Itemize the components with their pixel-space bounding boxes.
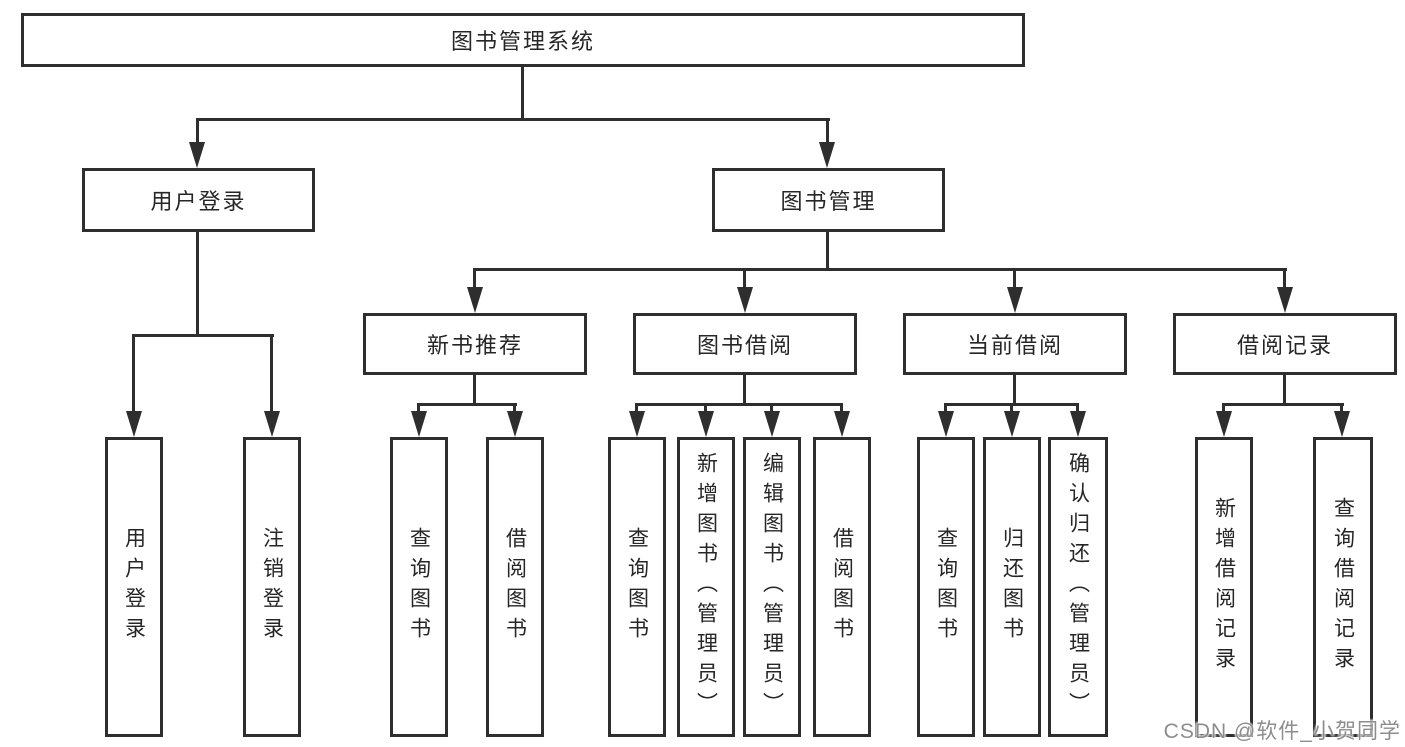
leaf-logout: 注销登录	[243, 437, 301, 737]
connector-line	[513, 403, 516, 417]
arrowhead-down-icon	[126, 411, 142, 437]
arrowhead-down-icon	[1277, 287, 1293, 313]
node-module-label: 图书借阅	[696, 333, 793, 358]
connector-line	[1222, 403, 1225, 417]
connector-line	[840, 403, 843, 417]
connector-line	[196, 118, 199, 148]
leaf-label: 借阅图书	[830, 527, 854, 647]
connector-line	[1013, 268, 1016, 293]
leaf-user-login: 用户登录	[105, 437, 163, 737]
node-branch-label: 图书管理	[780, 189, 877, 214]
node-module-borrow-records: 借阅记录	[1173, 313, 1397, 375]
arrowhead-down-icon	[411, 411, 427, 437]
connector-line	[521, 67, 524, 119]
arrowhead-down-icon	[834, 411, 850, 437]
node-module-book-borrow: 图书借阅	[633, 313, 857, 375]
leaf-label: 归还图书	[1000, 527, 1024, 647]
connector-line	[132, 334, 274, 337]
connector-line	[1222, 403, 1344, 406]
leaf-borrow-books-recommend: 借阅图书	[486, 437, 544, 737]
arrowhead-down-icon	[737, 287, 753, 313]
connector-line	[132, 334, 135, 414]
arrowhead-down-icon	[1004, 411, 1020, 437]
arrowhead-down-icon	[1007, 287, 1023, 313]
node-module-new-book-recommend: 新书推荐	[363, 313, 587, 375]
node-root: 图书管理系统	[21, 13, 1025, 67]
arrowhead-down-icon	[1334, 411, 1350, 437]
node-module-label: 借阅记录	[1236, 333, 1333, 358]
leaf-label: 借阅图书	[503, 527, 527, 647]
connector-line	[743, 268, 746, 293]
arrowhead-down-icon	[1216, 411, 1232, 437]
node-root-label: 图书管理系统	[450, 29, 595, 54]
connector-line	[635, 403, 843, 406]
connector-line	[196, 118, 830, 121]
connector-line	[826, 232, 829, 270]
connector-line	[1340, 403, 1343, 417]
leaf-query-borrow-record: 查询借阅记录	[1313, 437, 1373, 737]
arrowhead-down-icon	[938, 411, 954, 437]
watermark: CSDN @软件_小贺同学	[1163, 720, 1401, 743]
connector-line	[473, 375, 476, 406]
connector-line	[944, 403, 947, 417]
leaf-label: 查询借阅记录	[1331, 497, 1355, 677]
leaf-return-book: 归还图书	[983, 437, 1041, 737]
connector-line	[473, 268, 476, 293]
connector-line	[1076, 403, 1079, 417]
arrowhead-down-icon	[819, 142, 835, 168]
node-branch-user-login: 用户登录	[82, 168, 315, 232]
arrowhead-down-icon	[507, 411, 523, 437]
connector-line	[826, 118, 829, 148]
node-module-label: 新书推荐	[426, 333, 523, 358]
leaf-label: 查询图书	[625, 527, 649, 647]
node-module-current-borrow: 当前借阅	[903, 313, 1127, 375]
connector-line	[770, 403, 773, 417]
connector-line	[704, 403, 707, 417]
leaf-borrow-books: 借阅图书	[813, 437, 871, 737]
connector-line	[270, 334, 273, 414]
leaf-label: 用户登录	[122, 527, 146, 647]
node-module-label: 当前借阅	[966, 333, 1063, 358]
arrowhead-down-icon	[629, 411, 645, 437]
leaf-add-book-admin: 新增图书（管理员）	[677, 437, 735, 737]
connector-line	[1013, 375, 1016, 406]
arrowhead-down-icon	[698, 411, 714, 437]
connector-line	[196, 232, 199, 336]
connector-line	[417, 403, 517, 406]
leaf-confirm-return-admin: 确认归还（管理员）	[1048, 437, 1108, 737]
connector-line	[1283, 375, 1286, 406]
leaf-query-books-recommend: 查询图书	[390, 437, 448, 737]
connector-line	[635, 403, 638, 417]
connector-line	[417, 403, 420, 417]
arrowhead-down-icon	[189, 142, 205, 168]
leaf-add-borrow-record: 新增借阅记录	[1195, 437, 1253, 737]
leaf-label: 查询图书	[407, 527, 431, 647]
leaf-label: 注销登录	[260, 527, 284, 647]
arrowhead-down-icon	[1070, 411, 1086, 437]
connector-line	[473, 268, 1287, 271]
leaf-edit-book-admin: 编辑图书（管理员）	[743, 437, 801, 737]
leaf-query-books-borrow: 查询图书	[608, 437, 666, 737]
arrowhead-down-icon	[264, 411, 280, 437]
node-branch-book-management: 图书管理	[712, 168, 945, 232]
connector-line	[1010, 403, 1013, 417]
leaf-query-books-current: 查询图书	[917, 437, 975, 737]
connector-line	[743, 375, 746, 406]
leaf-label: 新增借阅记录	[1212, 497, 1236, 677]
leaf-label: 确认归还（管理员）	[1066, 452, 1090, 722]
connector-line	[1283, 268, 1286, 293]
arrowhead-down-icon	[467, 287, 483, 313]
leaf-label: 新增图书（管理员）	[694, 452, 718, 722]
node-branch-label: 用户登录	[150, 189, 247, 214]
leaf-label: 查询图书	[934, 527, 958, 647]
leaf-label: 编辑图书（管理员）	[760, 452, 784, 722]
arrowhead-down-icon	[764, 411, 780, 437]
